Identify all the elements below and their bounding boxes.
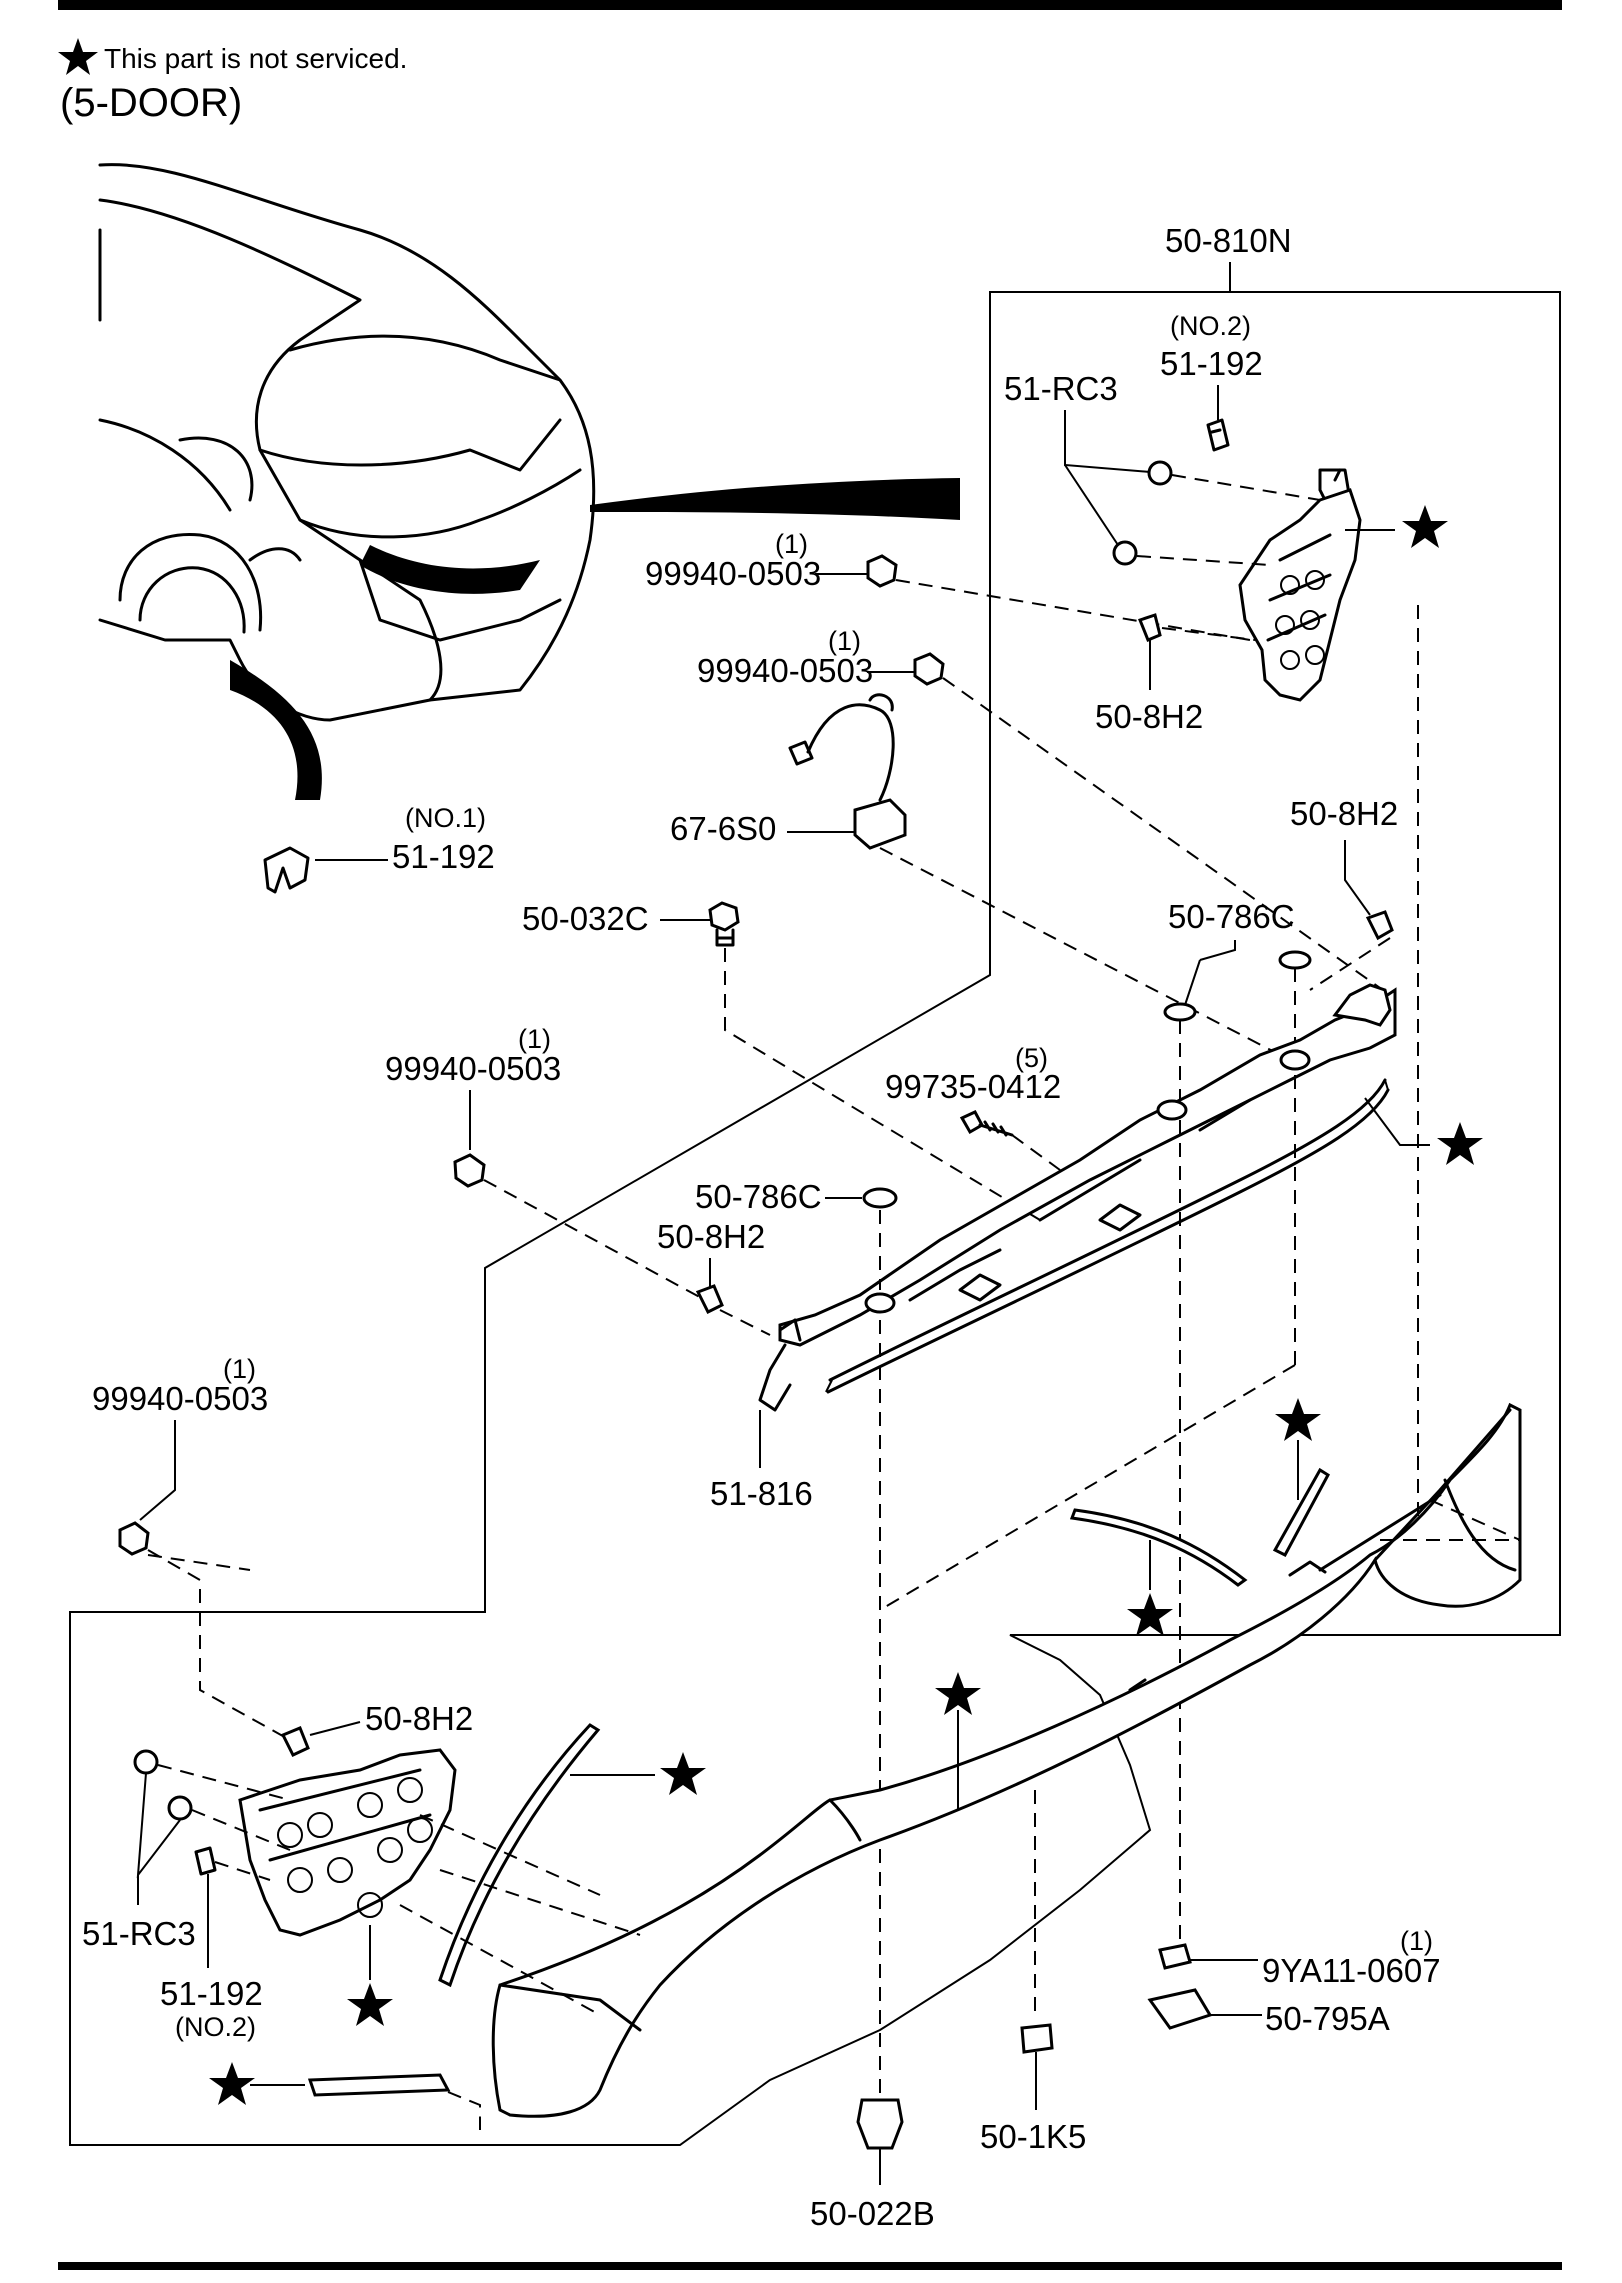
nut-c-part [453, 1153, 486, 1188]
bracket-label: 51-816 [710, 1475, 813, 1512]
star-icon [1127, 1593, 1173, 1636]
nut-c-qty: (1) [518, 1024, 551, 1054]
star-icon [660, 1752, 706, 1795]
note-text: This part is not serviced. [104, 43, 407, 74]
bolt-part [708, 901, 740, 932]
washer-right-b [1163, 1002, 1197, 1022]
fastener-part [1158, 1943, 1192, 1970]
screw-qty: (5) [1015, 1043, 1048, 1073]
retainer-part [1020, 2023, 1054, 2054]
lower-lamp-bracket [238, 1748, 457, 1937]
grommet-low-label: 51-RC3 [82, 1915, 196, 1952]
bottom-border [58, 2262, 1562, 2270]
star-icon [1437, 1122, 1483, 1165]
fastener-bottom-label: 50-022B [810, 2195, 935, 2232]
grommet-top-label: 51-RC3 [1004, 370, 1118, 407]
nut-b-code: 99940-0503 [697, 652, 873, 689]
camera-part [788, 693, 907, 850]
clip-no2-top-part [1206, 418, 1230, 452]
star-icon [1402, 505, 1448, 548]
clip-no2-top-qty: (NO.2) [1170, 311, 1251, 341]
screw-part [959, 1110, 985, 1135]
clip-8h2-right-label: 50-8H2 [1290, 795, 1398, 832]
clip-8h2-low-label: 50-8H2 [365, 1700, 473, 1737]
variant-title: (5-DOOR) [60, 81, 242, 125]
fastener-bottom-part [856, 2098, 904, 2150]
clip-no2-low-qty: (NO.2) [175, 2012, 256, 2042]
grommet-low-a [133, 1749, 159, 1775]
nut-a-part [866, 554, 898, 588]
rear-garnish-bracket [758, 983, 1397, 1412]
fastener-qty: (1) [1400, 1926, 1433, 1956]
nut-d-code: 99940-0503 [92, 1380, 268, 1417]
assembly-label: 50-810N [1165, 222, 1292, 259]
clip-8h2-mid-part [695, 1284, 724, 1315]
screw-code: 99735-0412 [885, 1068, 1061, 1105]
clip-no2-low-part [194, 1846, 217, 1876]
nut-b-qty: (1) [828, 626, 861, 656]
seal-clip-label: 50-795A [1265, 2000, 1390, 2037]
right-strip [1272, 1467, 1330, 1557]
grommet-low-b [167, 1795, 193, 1821]
clip-8h2-low-part [280, 1726, 310, 1757]
assembly-boundary [69, 291, 1561, 2146]
left-molding [438, 1723, 601, 1988]
clip-no2-low-code: 51-192 [160, 1975, 263, 2012]
washer-right-label: 50-786C [1168, 898, 1295, 935]
washer-right-a [1278, 950, 1312, 970]
upper-lamp-bracket [1238, 468, 1362, 702]
star-icon [209, 2062, 255, 2105]
washer-left-part [862, 1187, 898, 1209]
rear-garnish-panel [491, 1402, 1522, 2118]
nut-b-part [913, 652, 945, 686]
clip-8h2-top-part [1138, 613, 1162, 642]
clip-no1-qty: (NO.1) [405, 803, 486, 833]
nut-a-code: 99940-0503 [645, 555, 821, 592]
lower-strip [307, 2073, 451, 2097]
nut-d-qty: (1) [223, 1354, 256, 1384]
bolt-label: 50-032C [522, 900, 649, 937]
grommet-top-a [1147, 460, 1173, 486]
star-icon [1275, 1398, 1321, 1441]
nut-d-part [118, 1521, 150, 1556]
clip-8h2-mid-label: 50-8H2 [657, 1218, 765, 1255]
clip-no1-part [263, 846, 310, 894]
camera-label: 67-6S0 [670, 810, 776, 847]
clip-8h2-top-label: 50-8H2 [1095, 698, 1203, 735]
star-icon [935, 1672, 981, 1715]
fastener-code: 9YA11-0607 [1262, 1952, 1441, 1989]
clip-8h2-right-part [1365, 910, 1394, 941]
grommet-top-b [1112, 540, 1138, 566]
mid-molding [1069, 1508, 1248, 1587]
clip-no1-code: 51-192 [392, 838, 495, 875]
nut-a-qty: (1) [775, 529, 808, 559]
clip-no2-top-code: 51-192 [1160, 345, 1263, 382]
washer-left-label: 50-786C [695, 1178, 822, 1215]
seal-clip-part [1147, 1988, 1213, 2030]
retainer-label: 50-1K5 [980, 2118, 1086, 2155]
star-icon [347, 1983, 393, 2026]
top-border [58, 0, 1562, 10]
nut-c-code: 99940-0503 [385, 1050, 561, 1087]
car-illustration [98, 163, 960, 800]
star-icon [58, 38, 98, 75]
